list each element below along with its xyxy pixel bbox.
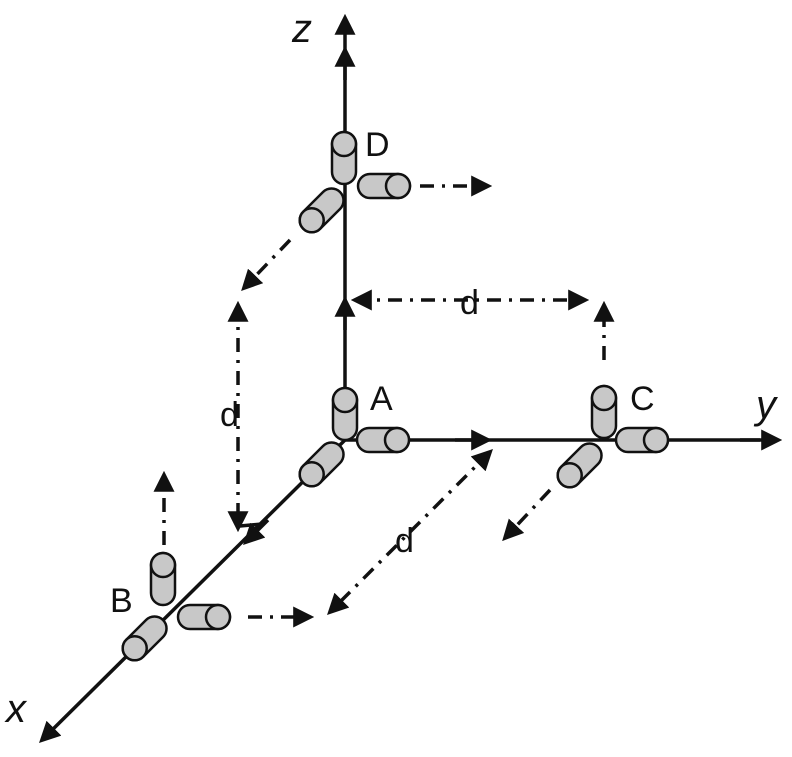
point-label-c: C <box>630 380 655 418</box>
dimension-line-d-bottom <box>327 449 493 615</box>
sensor-d-y-cylinder <box>356 172 412 200</box>
x-axis <box>39 438 347 743</box>
d-x-extension-arrow <box>241 238 292 292</box>
point-label-a: A <box>370 380 393 418</box>
sensor-b-z-cylinder <box>149 551 177 607</box>
sensor-a-z-cylinder <box>331 386 359 442</box>
x-axis-mid-arrow <box>243 518 270 545</box>
c-x-extension-arrow <box>502 488 552 542</box>
sensor-d-z-cylinder <box>330 130 358 186</box>
sensor-c-x-cylinder <box>551 437 608 494</box>
sensor-c-z-cylinder <box>590 384 618 440</box>
sensor-a-y-cylinder <box>355 426 411 454</box>
sensor-a-x-cylinder <box>293 436 350 493</box>
x-axis-label: x <box>4 687 28 731</box>
sensor-b-y-cylinder <box>176 603 232 631</box>
point-label-d: D <box>365 126 390 164</box>
sensor-d-x-cylinder <box>293 182 350 239</box>
point-label-b: B <box>110 582 133 620</box>
x-axis-mid-stub <box>239 522 263 528</box>
y-axis-label: y <box>753 383 779 427</box>
sensor-d <box>293 130 412 239</box>
z-axis-label: z <box>291 7 312 51</box>
spacing-label-left: d <box>220 396 239 434</box>
spacing-label-top: d <box>460 284 479 322</box>
sensor-c-y-cylinder <box>614 426 670 454</box>
spacing-label-bottom: d <box>395 522 414 560</box>
